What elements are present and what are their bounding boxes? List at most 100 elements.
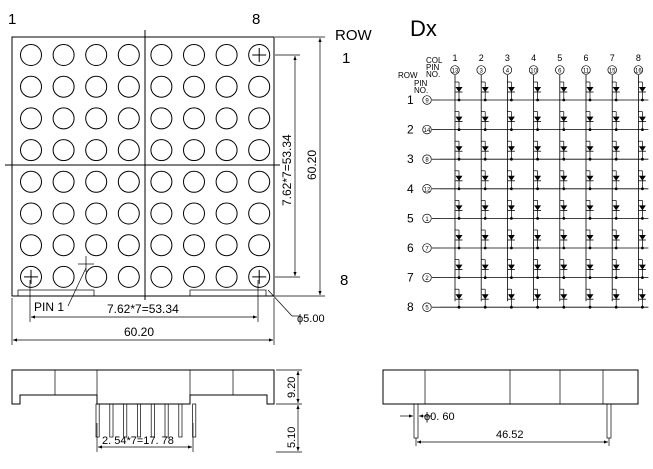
led-dot-r5-c3 bbox=[85, 170, 108, 193]
junction-dot bbox=[483, 128, 487, 132]
led-dot-r6-c7 bbox=[215, 202, 238, 225]
row-pin-number: 9 bbox=[425, 99, 429, 105]
junction-dot bbox=[510, 217, 513, 220]
led-diode-icon bbox=[481, 264, 489, 270]
led-diode-icon bbox=[612, 175, 620, 181]
led-diode-icon bbox=[507, 116, 515, 122]
left-body-outline bbox=[11, 369, 275, 405]
led-diode-icon bbox=[481, 146, 489, 152]
led-diode-icon bbox=[638, 87, 646, 92]
led-diode-icon bbox=[507, 235, 515, 240]
junction-dot bbox=[641, 128, 644, 132]
led-diode-icon bbox=[455, 264, 463, 270]
junction-dot bbox=[536, 157, 539, 161]
led-dot-r8-c5 bbox=[150, 265, 173, 288]
led-diode-icon bbox=[560, 116, 568, 122]
led-dot-r6-c2 bbox=[52, 202, 75, 225]
led-dot-r1-c8 bbox=[248, 44, 271, 66]
dim-body-height-text: 9.20 bbox=[286, 377, 298, 398]
junction-dot bbox=[536, 128, 539, 132]
col-number: 3 bbox=[505, 53, 510, 63]
led-diode-icon bbox=[455, 146, 463, 152]
front-col-label-first: 1 bbox=[8, 11, 16, 28]
side-view-right: ϕ0. 60 46.52 bbox=[382, 369, 639, 446]
led-dot-r8-c6 bbox=[183, 265, 205, 288]
led-diode-icon bbox=[481, 205, 489, 211]
pin-lead bbox=[192, 403, 197, 438]
junction-dot bbox=[536, 187, 539, 191]
row-number: 3 bbox=[407, 152, 414, 166]
led-dot-r2-c4 bbox=[117, 75, 140, 98]
led-diode-icon bbox=[455, 235, 463, 240]
led-dot-r4-c7 bbox=[215, 139, 238, 162]
col-pin-circle bbox=[502, 65, 513, 75]
front-row-label-first: 1 bbox=[342, 50, 350, 67]
led-diode-icon bbox=[586, 294, 594, 300]
schematic-row-pin-header: PIN bbox=[414, 79, 428, 88]
row-pin-circle bbox=[422, 272, 432, 283]
led-dot-r3-c6 bbox=[183, 107, 205, 130]
junction-dot bbox=[614, 276, 618, 279]
pin-lead bbox=[137, 403, 141, 438]
junction-dot bbox=[457, 276, 461, 279]
col-number: 6 bbox=[583, 53, 588, 63]
led-dot-r3-c5 bbox=[150, 107, 173, 130]
led-diode-icon bbox=[455, 116, 463, 122]
junction-dot bbox=[483, 187, 487, 191]
junction-dot bbox=[562, 217, 566, 220]
led-dot-r3-c8 bbox=[248, 107, 271, 130]
led-diode-icon bbox=[586, 146, 594, 152]
led-diode-icon bbox=[560, 87, 568, 92]
junction-dot bbox=[510, 157, 513, 161]
schematic-no-header: NO. bbox=[426, 70, 440, 79]
led-dot-r7-c6 bbox=[183, 234, 205, 257]
row-pin-number: 1 bbox=[425, 217, 429, 223]
led-diode-icon bbox=[638, 264, 646, 270]
led-diode-icon bbox=[586, 264, 594, 270]
led-diode-icon bbox=[612, 294, 620, 300]
led-diode-icon bbox=[534, 294, 542, 300]
led-diode-icon bbox=[638, 146, 646, 152]
led-diode-icon bbox=[560, 264, 568, 270]
junction-dot bbox=[483, 157, 487, 161]
front-row-label-last: 8 bbox=[340, 272, 348, 289]
led-dot-r4-c4 bbox=[117, 139, 140, 162]
row-number: 5 bbox=[407, 211, 414, 225]
led-diode-icon bbox=[560, 235, 568, 240]
front-body-outline bbox=[11, 36, 275, 297]
col-pin-circle bbox=[450, 65, 460, 75]
dim-height-text: 60.20 bbox=[305, 150, 319, 180]
junction-dot bbox=[562, 128, 566, 132]
junction-dot bbox=[614, 305, 618, 309]
junction-dot bbox=[614, 98, 618, 102]
led-dot-r6-c3 bbox=[85, 202, 108, 225]
side-view-left: 2. 54*7=17. 78 9.20 5.10 bbox=[11, 369, 302, 453]
junction-dot bbox=[588, 187, 592, 191]
junction-dot bbox=[457, 246, 461, 250]
junction-dot bbox=[457, 187, 461, 191]
dot-diameter-leader bbox=[267, 289, 293, 317]
junction-dot bbox=[536, 217, 539, 220]
led-diode-icon bbox=[481, 116, 489, 122]
led-dot-r6-c6 bbox=[183, 202, 205, 225]
junction-dot bbox=[614, 128, 618, 132]
led-diode-icon bbox=[586, 205, 594, 211]
col-number: 4 bbox=[531, 53, 536, 63]
led-dot-r1-c2 bbox=[52, 44, 75, 66]
junction-dot bbox=[641, 246, 644, 250]
dim-width-text: 60.20 bbox=[124, 325, 154, 339]
row-number: 1 bbox=[407, 93, 414, 107]
junction-dot bbox=[457, 305, 461, 309]
junction-dot bbox=[641, 157, 644, 161]
row-pin-circle bbox=[422, 213, 432, 224]
right-body-outline bbox=[382, 369, 639, 405]
junction-dot bbox=[510, 187, 513, 191]
front-row-word: ROW bbox=[335, 27, 373, 44]
led-dot-r2-c6 bbox=[183, 75, 205, 98]
dim-pitch-v-text: 7.62*7=53.34 bbox=[280, 134, 294, 206]
junction-dot bbox=[588, 157, 592, 161]
row-pin-number: 7 bbox=[425, 247, 429, 253]
led-dot-r7-c8 bbox=[248, 234, 271, 257]
col-pin-number: 10 bbox=[530, 69, 537, 75]
front-view: 1 8 ROW 1 8 7.62*7=53.34 60.20 7.62*7=53… bbox=[5, 11, 373, 345]
